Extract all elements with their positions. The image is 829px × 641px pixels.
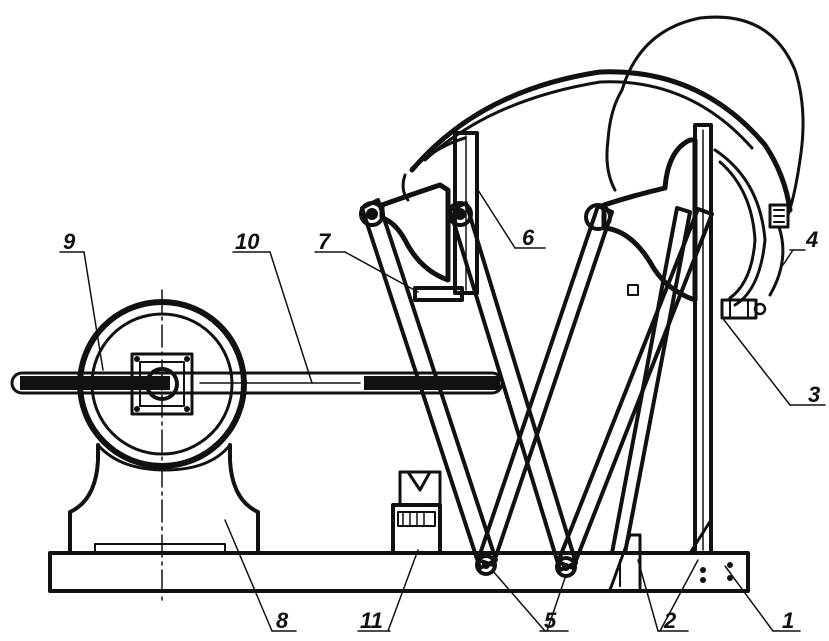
callout-9: 9 — [63, 229, 76, 254]
clamp — [720, 298, 767, 320]
head-outline — [605, 15, 805, 217]
callouts: 1 2 3 4 5 6 7 8 9 10 11 — [63, 225, 820, 633]
callout-6: 6 — [522, 225, 535, 250]
callout-5: 5 — [544, 608, 557, 633]
callout-1: 1 — [782, 608, 794, 633]
callout-10: 10 — [235, 229, 260, 254]
callout-3: 3 — [808, 382, 820, 407]
headband — [409, 69, 793, 213]
callout-2: 2 — [663, 608, 677, 633]
right-cup — [601, 137, 767, 307]
base-plate — [48, 551, 750, 593]
callout-8: 8 — [276, 608, 289, 633]
wheel — [77, 289, 247, 606]
adjuster — [768, 203, 790, 297]
bracket-plate — [413, 131, 479, 302]
leader-lines — [59, 189, 826, 632]
callout-4: 4 — [805, 227, 818, 252]
shaft-rod — [10, 371, 504, 395]
instrument-box — [391, 470, 442, 555]
pedestal — [68, 443, 260, 555]
callout-11: 11 — [360, 608, 383, 633]
upright-post — [608, 123, 713, 592]
callout-7: 7 — [318, 229, 332, 254]
